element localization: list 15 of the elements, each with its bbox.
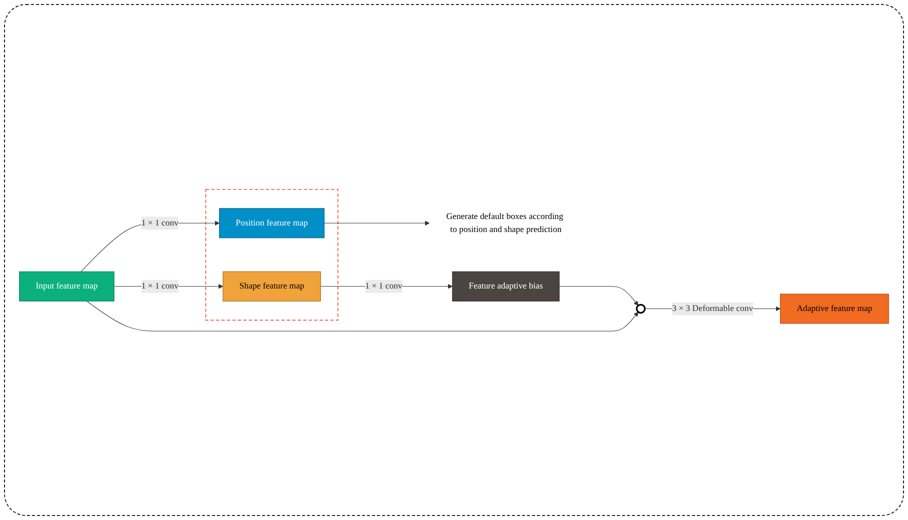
arrow [86, 300, 638, 332]
arrow [559, 286, 638, 306]
node-box: Input feature map [19, 271, 114, 302]
node-text: Generate default boxes according to position and shape prediction [446, 211, 564, 234]
edge-label: 1 × 1 conv [141, 281, 178, 291]
node-box: Shape feature map [222, 271, 321, 302]
node-box: Feature adaptive bias [452, 271, 560, 302]
node-box: Position feature map [219, 208, 325, 238]
edge-label: 1 × 1 conv [365, 281, 402, 291]
edge-label: 1 × 1 conv [141, 218, 178, 228]
cluster [205, 188, 338, 320]
node-circle [636, 304, 646, 314]
node-box: Adaptive feature map [780, 294, 889, 324]
edge-label: 3 × 3 Deformable conv [672, 304, 754, 313]
arrow [324, 220, 430, 226]
